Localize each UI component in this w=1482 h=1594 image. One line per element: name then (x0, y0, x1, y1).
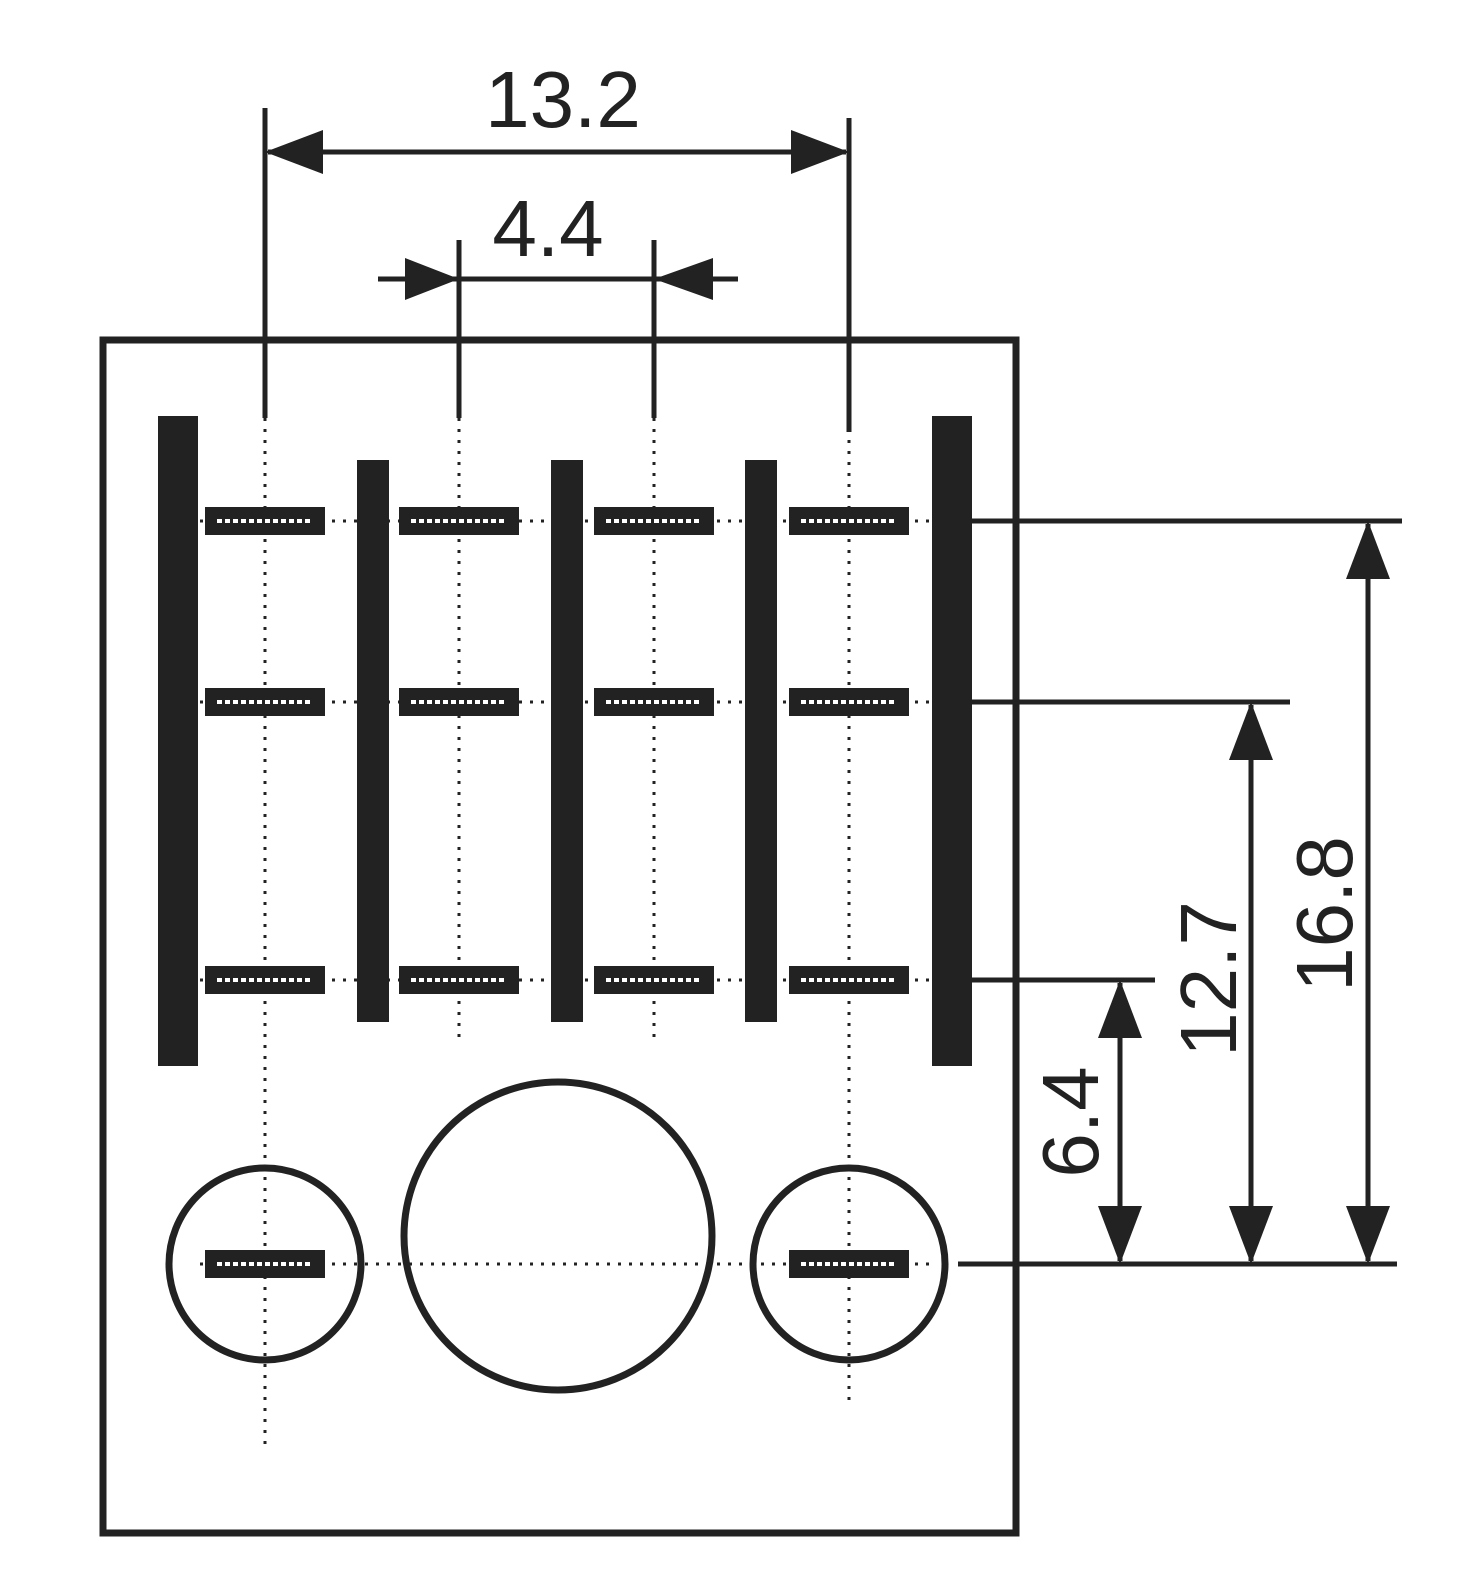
arrow-head-left (265, 130, 323, 174)
arrow-16-8-top (1346, 521, 1390, 579)
arrow-6-4-top (1098, 980, 1142, 1038)
arrow-12-7-top (1229, 702, 1273, 760)
slot-pads (205, 507, 909, 1278)
arrow-head-inner-right (654, 258, 713, 300)
dimension-outer-pitch (262, 108, 852, 432)
separator-bar-1 (357, 460, 389, 1022)
arrow-12-7-bottom (1229, 1206, 1273, 1264)
height-6-4-label: 6.4 (1026, 1066, 1115, 1177)
separator-bar-3 (745, 460, 777, 1022)
separator-bars (158, 416, 972, 1066)
separator-bar-right (932, 416, 972, 1066)
separator-bar-left (158, 416, 198, 1066)
dimension-heights (958, 518, 1402, 1267)
arrow-6-4-bottom (1098, 1206, 1142, 1264)
arrow-head-right (791, 130, 849, 174)
mounting-holes (165, 1078, 949, 1394)
height-16-8-label: 16.8 (1280, 836, 1369, 992)
package-outline (99, 336, 1020, 1537)
outer-pitch-label: 13.2 (485, 55, 641, 144)
inner-pitch-label: 4.4 (492, 184, 603, 273)
height-12-7-label: 12.7 (1164, 901, 1253, 1057)
arrow-head-inner-left (405, 258, 459, 300)
hole-right (749, 1164, 949, 1364)
arrow-16-8-bottom (1346, 1206, 1390, 1264)
hole-center (400, 1078, 716, 1394)
hole-left (165, 1164, 365, 1364)
dimension-inner-pitch (378, 240, 738, 418)
separator-bar-2 (551, 460, 583, 1022)
